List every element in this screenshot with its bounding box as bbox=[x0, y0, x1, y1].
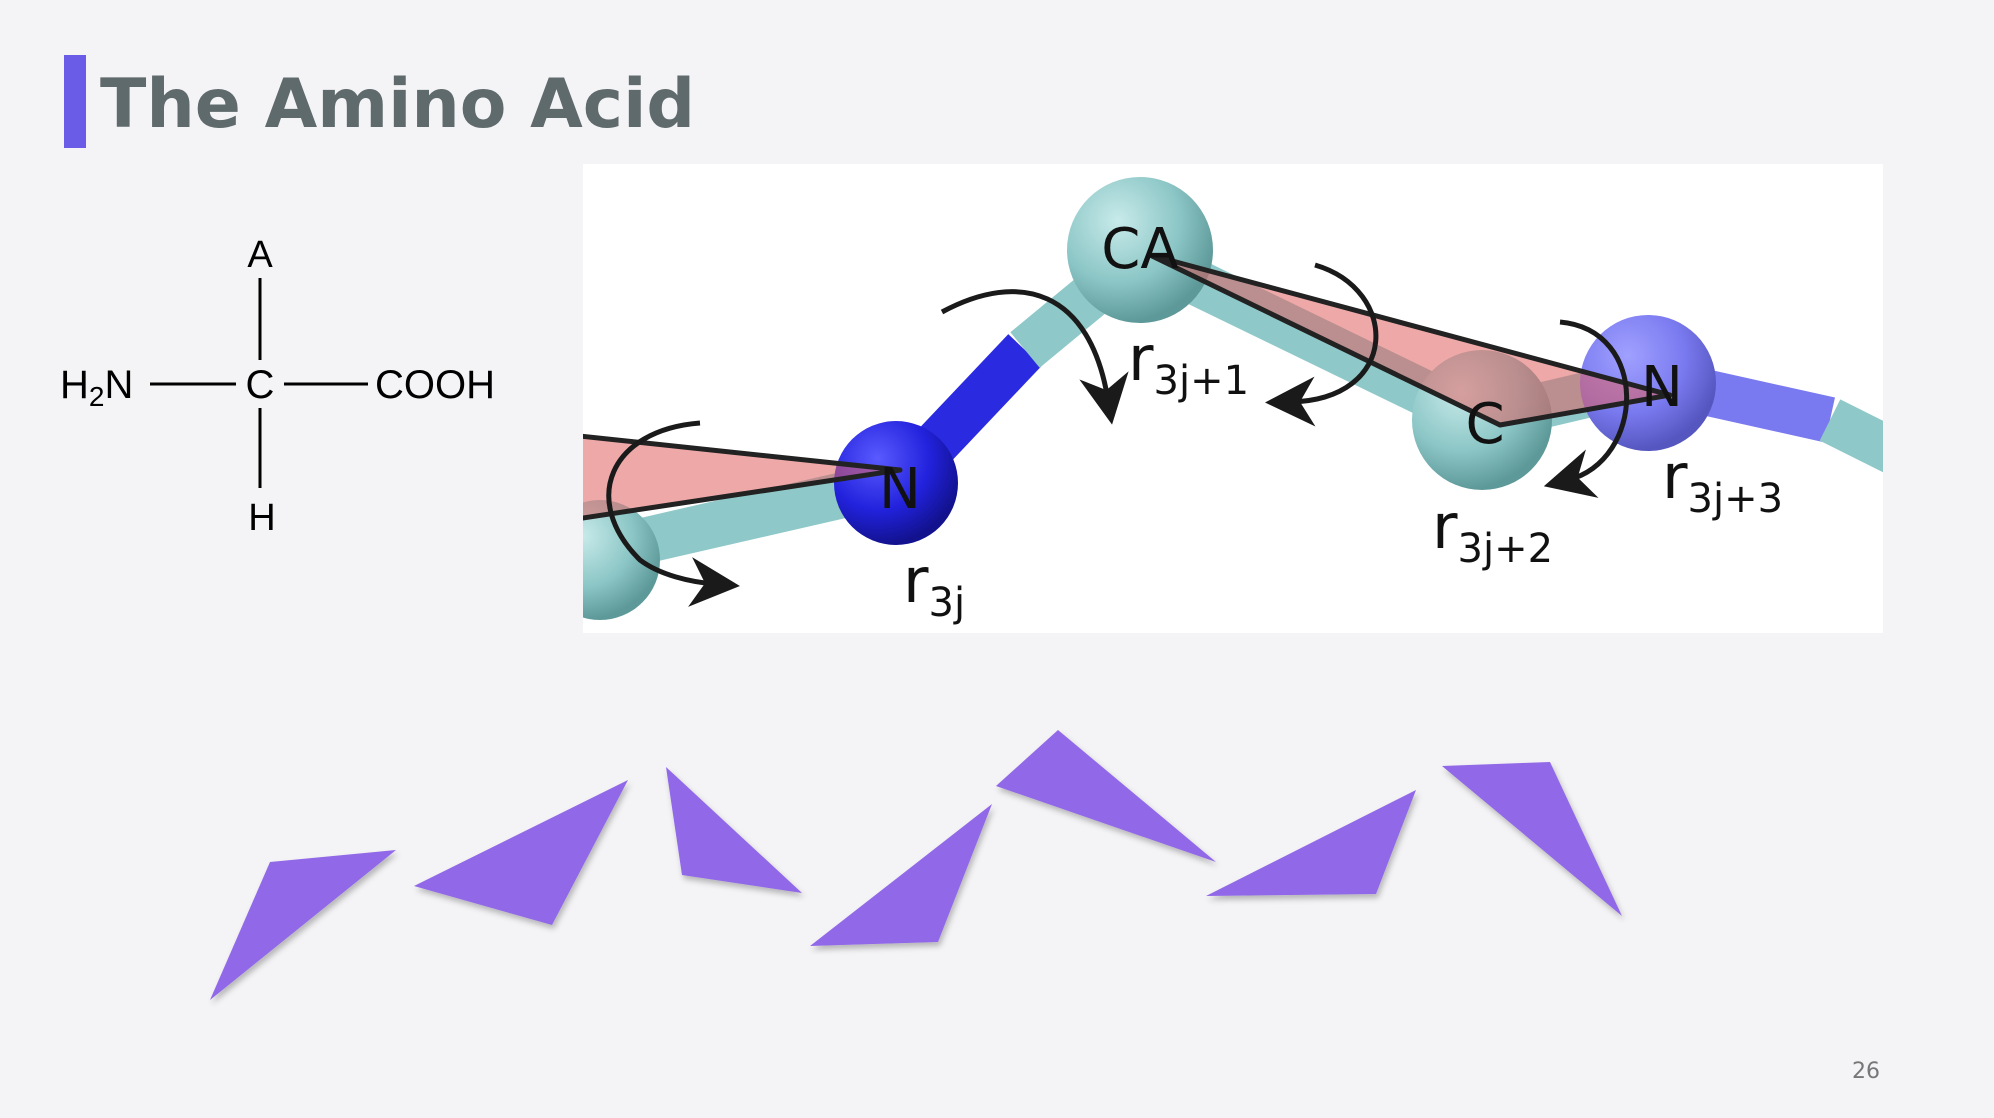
page-title: The Amino Acid bbox=[100, 65, 695, 144]
formula-bottom: H bbox=[248, 497, 275, 539]
formula-top: A bbox=[247, 234, 273, 276]
atom-label-n2: N bbox=[1641, 355, 1683, 420]
triangle-2 bbox=[414, 780, 628, 925]
triangle-1 bbox=[210, 850, 396, 1000]
position-labels: r3j r3j+1 r3j+2 r3j+3 bbox=[903, 322, 1783, 626]
triangle-5 bbox=[996, 730, 1216, 862]
formula-right: COOH bbox=[375, 363, 495, 407]
arrow-ca-c bbox=[1265, 262, 1379, 427]
molecule-diagram: N CA C N r3j r3j+1 r3j+2 r3j+3 bbox=[583, 164, 1883, 633]
atom-n-r3j bbox=[834, 421, 958, 545]
label-r3j2: r3j+2 bbox=[1432, 490, 1553, 572]
arrow-left bbox=[606, 420, 740, 607]
atom-label-ca: CA bbox=[1101, 217, 1178, 282]
atom-left-carbon bbox=[583, 500, 660, 620]
atom-label-n1: N bbox=[879, 457, 921, 522]
page-number: 26 bbox=[1852, 1059, 1880, 1084]
triangle-7 bbox=[1442, 762, 1622, 916]
formula-center: C bbox=[246, 363, 275, 407]
structural-formula: A H2N C COOH H bbox=[60, 234, 495, 539]
triangle-3 bbox=[666, 767, 802, 893]
arrow-c-n bbox=[1543, 319, 1630, 498]
arrow-n-ca bbox=[940, 289, 1129, 425]
plane-left bbox=[583, 433, 903, 521]
title-accent-bar bbox=[64, 55, 86, 148]
atom-label-c: C bbox=[1465, 392, 1504, 457]
rotation-arrows bbox=[606, 262, 1630, 607]
triangle-chain bbox=[210, 730, 1622, 1000]
label-r3j1: r3j+1 bbox=[1128, 322, 1249, 404]
triangle-4 bbox=[810, 804, 992, 946]
label-r3j3: r3j+3 bbox=[1662, 440, 1783, 522]
atom-ca-r3j1 bbox=[1067, 177, 1213, 323]
formula-left: H2N bbox=[60, 363, 133, 412]
triangle-6 bbox=[1206, 790, 1416, 896]
plane-right bbox=[1147, 252, 1673, 428]
label-r3j: r3j bbox=[903, 544, 965, 626]
bond-right-teal bbox=[1819, 399, 1883, 473]
